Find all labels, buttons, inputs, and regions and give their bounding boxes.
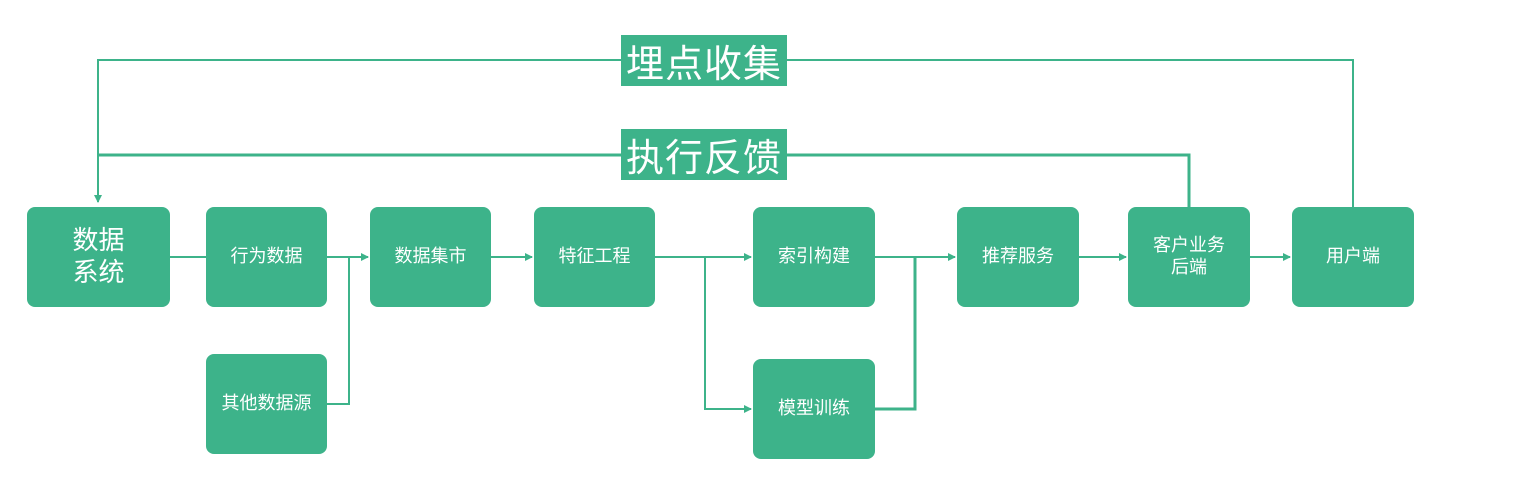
connector-feature-to-model [704,257,752,413]
node-behavior-data-label: 行为数据 [230,246,303,267]
node-other-sources-label: 其他数据源 [221,393,312,414]
connector-other-to-mart [327,257,350,405]
node-behavior-data: 行为数据 [206,207,327,307]
node-model-training: 模型训练 [753,359,875,459]
node-index-build-label: 索引构建 [778,246,850,267]
node-model-training-label: 模型训练 [778,398,850,419]
node-client-backend-label: 客户业务 后端 [1153,235,1225,278]
node-recommend-service-label: 推荐服务 [982,246,1054,267]
node-data-mart: 数据集市 [370,207,491,307]
banner-feedback: 执行反馈 [621,129,787,180]
node-user-end-label: 用户端 [1326,246,1380,267]
node-index-build: 索引构建 [753,207,875,307]
node-recommend-service: 推荐服务 [957,207,1079,307]
banner-feedback-label: 执行反馈 [625,136,782,180]
node-data-system: 数据 系统 [27,207,170,307]
connector-feedback-loop [98,153,1191,207]
node-other-sources: 其他数据源 [206,354,327,454]
node-client-backend: 客户业务 后端 [1128,207,1250,307]
node-data-system-label: 数据 系统 [72,226,125,288]
node-feature-engineering-label: 特征工程 [558,246,631,267]
banner-collect-label: 埋点收集 [625,42,782,86]
connector-model-to-recommend [875,257,917,411]
node-feature-engineering: 特征工程 [534,207,655,307]
node-data-mart-label: 数据集市 [394,246,467,267]
node-user-end: 用户端 [1292,207,1414,307]
banner-collect: 埋点收集 [621,35,787,86]
